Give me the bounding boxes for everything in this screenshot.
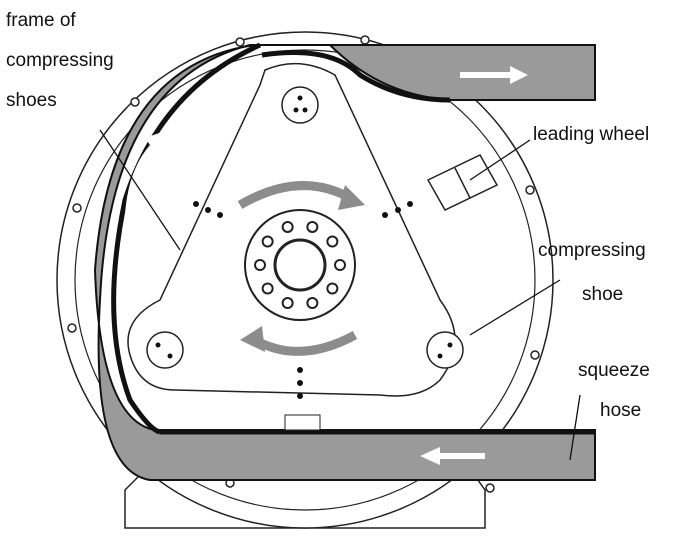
shoe-rollers	[146, 86, 464, 369]
label-line: frame of	[6, 10, 76, 31]
hub-bolts	[254, 220, 346, 310]
hose-inner-wall	[111, 42, 451, 435]
rotation-arrow-bottom	[252, 331, 358, 356]
rotor-dots	[155, 95, 453, 399]
label-compressing-shoe: compressing shoe	[538, 238, 646, 308]
hub-bolt	[306, 220, 319, 233]
pump-housing-inner	[74, 49, 536, 511]
flow-arrow-curved	[125, 132, 162, 215]
label-leading-wheel: leading wheel	[533, 124, 650, 145]
hub-bolt	[281, 220, 294, 233]
rotation-arrowhead-bottom	[240, 326, 265, 352]
hub-bolt	[326, 282, 339, 295]
label-line: shoes	[6, 90, 57, 111]
hub-bolt	[261, 235, 274, 248]
label-line: compressing	[6, 50, 114, 71]
label-line: squeeze	[578, 360, 650, 381]
label-squeeze-hose: squeeze hose	[578, 358, 650, 424]
label-frame-of-compressing-shoes: frame of compressing shoes	[6, 8, 114, 114]
leading-wheel	[426, 154, 499, 211]
label-line: hose	[600, 400, 642, 421]
hub-bolt	[254, 259, 266, 271]
flow-arrow-in	[420, 447, 485, 465]
flow-arrow-out	[460, 66, 528, 84]
bottom-clamp	[284, 414, 321, 431]
leader-lines	[99, 129, 581, 461]
rotation-arrowhead-top	[338, 185, 365, 210]
hub-bolt	[326, 235, 339, 248]
rotation-arrow-top	[237, 181, 353, 209]
hub-bore	[273, 238, 327, 292]
hub-bolt	[261, 282, 274, 295]
label-line: shoe	[582, 284, 624, 305]
hub-bolt	[306, 297, 319, 310]
hub-bolt	[334, 259, 346, 271]
hub-bolt	[281, 297, 294, 310]
squeeze-hose	[93, 44, 596, 481]
label-line: compressing	[538, 240, 646, 261]
